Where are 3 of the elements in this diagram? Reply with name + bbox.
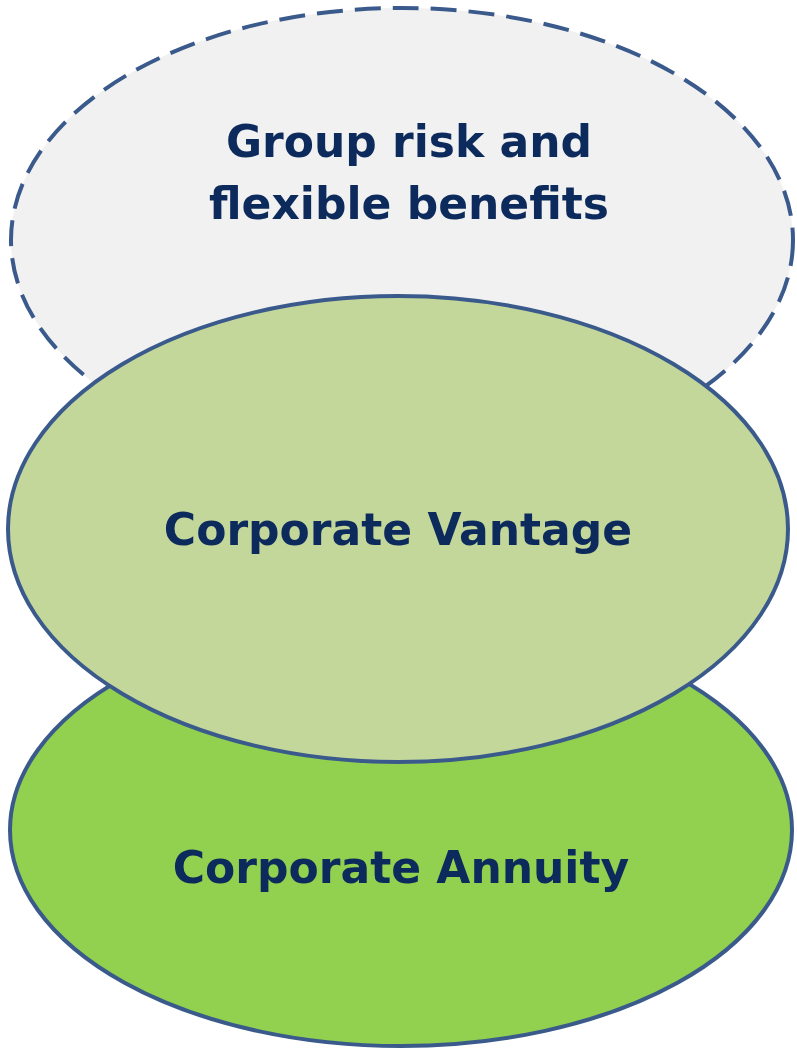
ellipse-label: Corporate Annuity <box>171 841 631 895</box>
ellipse-label: Corporate Vantage <box>162 503 634 557</box>
ellipse-label: Group risk and flexible benefits <box>208 115 610 231</box>
